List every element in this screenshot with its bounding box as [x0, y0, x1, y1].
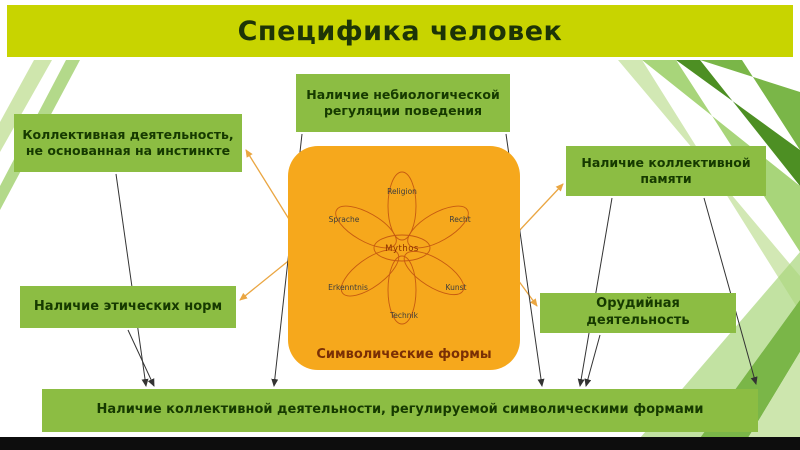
node-collective-activity-symbolic: Наличие коллективной деятельности, регул…	[42, 389, 758, 432]
petal-label-erkenntnis: Erkenntnis	[328, 283, 368, 292]
right-green-stripes	[618, 60, 800, 438]
node-tool-activity: Орудийная деятельность	[540, 293, 736, 333]
footer-bar	[0, 437, 800, 450]
petal-label-religion: Religion	[387, 187, 417, 196]
node-label: Наличие коллективной памяти	[581, 154, 751, 186]
flower-core-label: Mythos	[385, 244, 419, 254]
flower-core	[373, 234, 431, 262]
petal-label-sprache: Sprache	[329, 215, 360, 224]
petals	[335, 171, 469, 325]
node-label: Наличие небиологической регуляции поведе…	[306, 86, 500, 118]
node-ethical-norms: Наличие этических норм	[20, 286, 236, 328]
node-nonbiological-regulation: Наличие небиологической регуляции поведе…	[296, 74, 510, 132]
petal-sprache	[335, 205, 397, 249]
petal-recht	[407, 205, 469, 249]
petal-label-kunst: Kunst	[446, 283, 467, 292]
node-label: Орудийная деятельность	[586, 296, 690, 328]
petal-technik	[387, 255, 417, 325]
panel-caption: Символические формы	[316, 347, 492, 362]
petal-label-technik: Technik	[389, 311, 419, 320]
node-label: Наличие коллективной деятельности, регул…	[96, 402, 704, 418]
symbolic-forms-panel: Religion Recht Kunst Technik Erkenntnis …	[288, 146, 520, 370]
node-label: Коллективная деятельность, не основанная…	[22, 126, 234, 158]
petal-religion	[387, 171, 417, 241]
slide-title: Специфика человек	[237, 15, 563, 47]
petal-labels: Religion Recht Kunst Technik Erkenntnis …	[328, 187, 471, 320]
petal-label-recht: Recht	[449, 215, 470, 224]
petal-erkenntnis	[340, 249, 400, 297]
flower-diagram: Religion Recht Kunst Technik Erkenntnis …	[328, 171, 471, 325]
node-label: Наличие этических норм	[33, 298, 223, 314]
node-collective-activity: Коллективная деятельность, не основанная…	[14, 114, 242, 172]
title-bar: Специфика человек	[7, 5, 793, 57]
petal-kunst	[403, 250, 465, 296]
node-collective-memory: Наличие коллективной памяти	[566, 146, 766, 196]
